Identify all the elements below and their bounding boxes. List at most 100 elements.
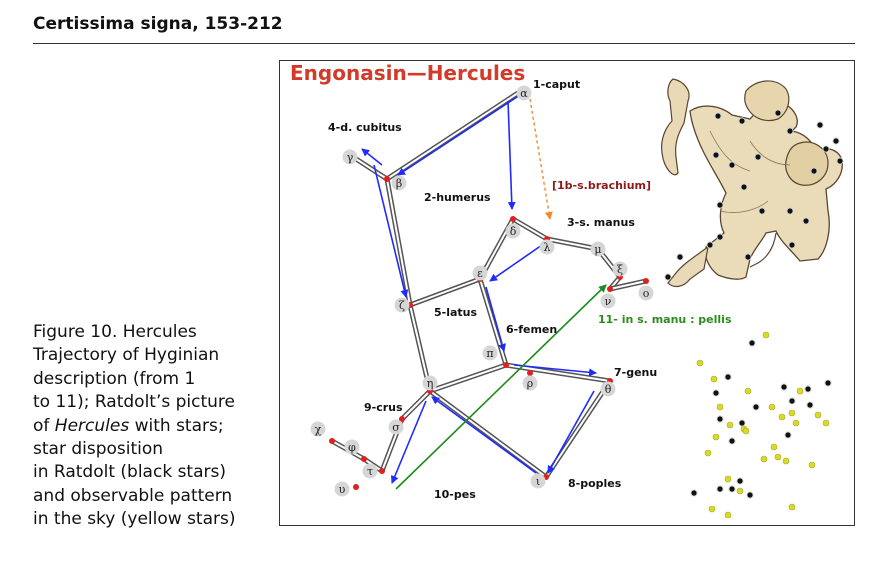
black-star <box>739 118 745 124</box>
black-star <box>825 380 831 386</box>
badge-letter-beta: β <box>396 177 402 190</box>
yellow-star <box>778 413 786 421</box>
badge-upsilon <box>334 481 350 497</box>
yellow-star <box>760 455 768 463</box>
yellow-star <box>814 411 822 419</box>
black-star <box>837 158 843 164</box>
black-star <box>715 113 721 119</box>
label-pes: 10-pes <box>434 488 476 501</box>
black-star <box>665 274 671 280</box>
black-star <box>759 208 765 214</box>
black-star <box>677 254 683 260</box>
badge-letter-eta: η <box>427 377 434 390</box>
badge-letter-sigma: σ <box>392 421 400 434</box>
trajectory-arrows <box>361 94 607 490</box>
yellow-star <box>788 503 796 511</box>
caption-line: to 11); Ratdolt’s picture <box>33 392 236 413</box>
caption-line: in Ratdolt (black stars) <box>33 462 226 483</box>
label-femen: 6-femen <box>506 323 557 336</box>
star-delta <box>510 216 516 222</box>
trajectory-arrow <box>373 164 409 298</box>
diagram-title: Engonasin—Hercules <box>290 61 525 85</box>
badge-theta <box>600 381 616 397</box>
star-phi <box>361 456 367 462</box>
trajectory-arrow <box>390 400 427 484</box>
black-star <box>749 340 755 346</box>
black-star <box>729 162 735 168</box>
yellow-star <box>704 449 712 457</box>
badge-letter-gamma: γ <box>347 151 354 164</box>
black-star <box>833 138 839 144</box>
black-star <box>789 242 795 248</box>
caption-line: and observable pattern <box>33 485 233 506</box>
black-star <box>753 404 759 410</box>
badge-zeta <box>394 297 410 313</box>
badge-iota <box>530 473 546 489</box>
yellow-star <box>762 331 770 339</box>
badge-phi <box>344 439 360 455</box>
label-brachium: [1b-s.brachium] <box>552 179 651 192</box>
yellow-star <box>796 387 804 395</box>
constellation-segments <box>329 86 649 480</box>
black-star <box>747 492 753 498</box>
badge-letter-alpha: α <box>520 87 528 100</box>
trajectory-arrow <box>547 390 595 474</box>
yellow-star <box>724 475 732 483</box>
segment-alpha-beta-inner <box>386 88 525 180</box>
caption-text: with stars; <box>129 415 224 436</box>
trajectory-arrow <box>485 286 506 352</box>
black-star <box>787 128 793 134</box>
black-star <box>717 202 723 208</box>
badge-sigma <box>388 419 404 435</box>
trajectory-arrow <box>431 396 537 474</box>
star-pi <box>503 362 509 368</box>
black-star <box>729 486 735 492</box>
trajectory-arrow <box>513 364 597 377</box>
black-star <box>717 416 723 422</box>
black-star <box>803 218 809 224</box>
yellow-star <box>808 461 816 469</box>
trajectory-arrow <box>397 94 521 176</box>
black-star <box>805 386 811 392</box>
badge-rho <box>522 375 538 391</box>
badge-letter-lambda: λ <box>544 241 551 254</box>
badge-beta <box>391 175 407 191</box>
black-star <box>737 478 743 484</box>
trajectory-arrow <box>361 148 383 166</box>
segment-theta-iota-inner <box>545 380 611 478</box>
yellow-star <box>770 443 778 451</box>
label-genu: 7-genu <box>614 366 657 379</box>
badge-eta <box>422 375 438 391</box>
segment-pi-theta-inner <box>505 364 611 382</box>
segment-nu-omicron-inner <box>609 280 647 290</box>
caption-line: Figure 10. Hercules <box>33 322 197 342</box>
segment-eta-pi-inner <box>429 364 507 392</box>
sky-star-pattern <box>690 331 832 519</box>
yellow-star <box>710 375 718 383</box>
black-star <box>807 402 813 408</box>
badge-letter-omicron: ο <box>643 287 650 300</box>
badge-letter-nu: ν <box>605 295 612 308</box>
yellow-star <box>726 421 734 429</box>
label-pellis: 11- in s. manu : pellis <box>598 313 732 326</box>
badge-alpha <box>516 85 532 101</box>
caption-text: of <box>33 415 55 436</box>
badge-delta <box>505 223 521 239</box>
yellow-star <box>712 433 720 441</box>
caption-line: of Hercules with stars; <box>33 415 261 438</box>
label-crus: 9-crus <box>364 401 403 414</box>
segment-eta-iota-inner <box>429 390 547 478</box>
yellow-star <box>724 511 732 519</box>
star-sigma <box>399 416 405 422</box>
badge-letter-epsilon: ε <box>477 267 483 280</box>
header-rule <box>33 43 855 44</box>
badge-letter-xi: ξ <box>617 263 623 276</box>
caption-line: description (from 1 <box>33 368 196 389</box>
caption-italic-hercules: Hercules <box>54 415 130 436</box>
figure-caption: Figure 10. Hercules Trajectory of Hygini… <box>33 321 261 532</box>
yellow-star <box>792 419 800 427</box>
badge-epsilon <box>472 265 488 281</box>
black-star <box>823 146 829 152</box>
